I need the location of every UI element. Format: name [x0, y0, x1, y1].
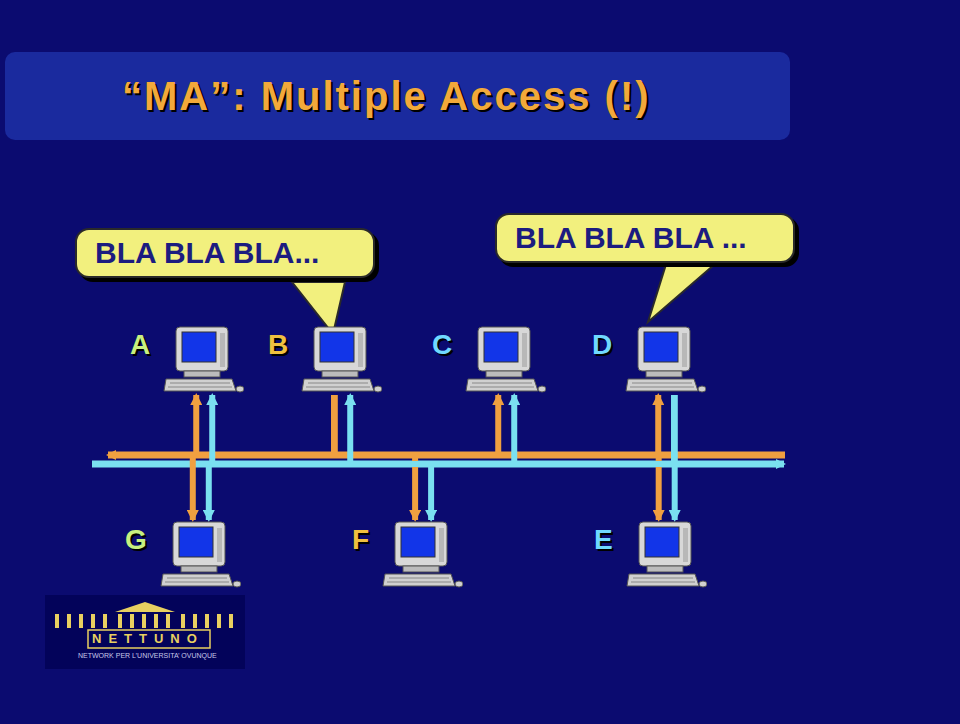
station-label: A [130, 327, 150, 363]
computer-icon [625, 520, 707, 590]
bubble-tail [292, 282, 345, 334]
slide-title: “MA”: Multiple Access (!) [122, 74, 651, 119]
computer-node: C [432, 325, 546, 395]
station-label: B [268, 327, 288, 363]
speech-bubble: BLA BLA BLA ... [495, 213, 795, 263]
computer-node: A [130, 325, 244, 395]
computer-icon [381, 520, 463, 590]
station-label: E [594, 522, 613, 558]
bubble-tail [648, 258, 722, 322]
logo-tagline: NETWORK PER L’UNIVERSITA’ OVUNQUE [78, 652, 217, 659]
logo-pediment [115, 602, 175, 612]
logo-wordmark: NETTUNO [92, 631, 204, 646]
speech-bubble: BLA BLA BLA... [75, 228, 375, 278]
signal-path [334, 395, 658, 455]
logo-ground [45, 595, 245, 669]
signal-path [514, 395, 674, 464]
signal-path [671, 395, 677, 520]
signal-path [431, 395, 674, 520]
logo-columns [55, 614, 233, 628]
title-panel [5, 52, 790, 140]
computer-node: E [594, 520, 707, 590]
computer-node: F [352, 520, 463, 590]
station-label: G [125, 522, 147, 558]
computer-node: B [268, 325, 382, 395]
logo-frame [88, 630, 210, 648]
signal-path [350, 395, 674, 464]
signal-path [334, 395, 498, 455]
computer-node: G [125, 520, 241, 590]
station-label: F [352, 522, 369, 558]
bubble-text: BLA BLA BLA... [95, 236, 319, 269]
signal-path [196, 395, 334, 455]
computer-icon [300, 325, 382, 395]
computer-icon [159, 520, 241, 590]
computer-icon [464, 325, 546, 395]
signal-path [209, 395, 674, 520]
station-label: D [592, 327, 612, 363]
signal-path [334, 395, 658, 520]
computer-icon [624, 325, 706, 395]
computer-icon [162, 325, 244, 395]
bubble-text: BLA BLA BLA ... [515, 221, 747, 254]
computer-node: D [592, 325, 706, 395]
signal-path [212, 395, 674, 464]
station-label: C [432, 327, 452, 363]
